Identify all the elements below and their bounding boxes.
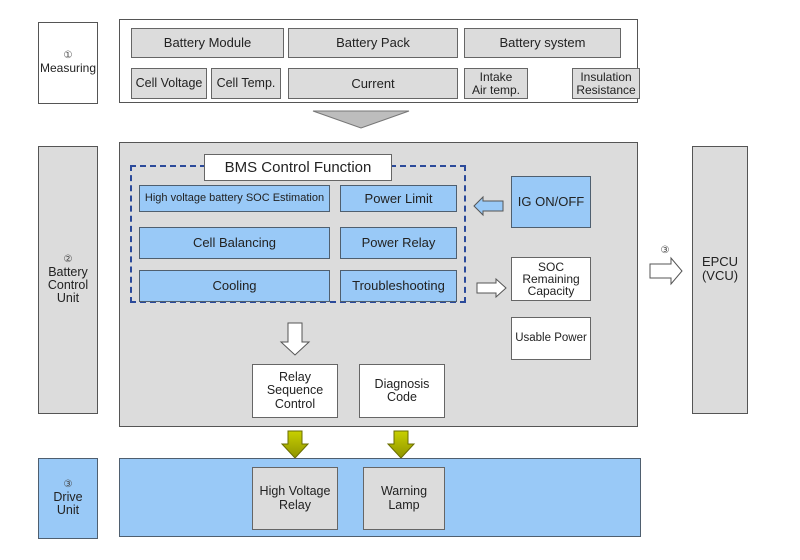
step-number-3-drive: ③ [63,479,73,491]
troubleshooting: Troubleshooting [340,270,457,302]
left-arrow-ig-to-bms [473,195,504,217]
ig-on-off: IG ON/OFF [511,176,591,228]
cell-voltage: Cell Voltage [131,68,207,99]
step-number-2: ② [63,254,73,266]
epcu-label: EPCU (VCU) [701,254,739,283]
battery-pack: Battery Pack [288,28,458,58]
down-arrow-bms-to-relay [279,322,311,356]
cooling: Cooling [139,270,330,302]
right-arrow-to-epcu [649,256,683,286]
step-number-3-epcu: ③ [660,245,670,256]
drive-unit-label: Drive Unit [53,489,83,517]
intake-air-temp: Intake Air temp. [464,68,528,99]
step-number-1: ① [63,50,73,62]
usable-power: Usable Power [511,317,591,360]
power-limit: Power Limit [340,185,457,212]
down-arrow-measuring-to-bcu [312,110,410,129]
insulation-resistance: Insulation Resistance [572,68,640,99]
battery-control-unit-label: Battery Control Unit [47,264,89,305]
warning-lamp: Warning Lamp [363,467,445,530]
measuring-label: Measuring [39,60,97,75]
epcu-vcu: EPCU (VCU) [692,146,748,414]
battery-module: Battery Module [131,28,284,58]
down-arrow-diagnosis-to-warning-lamp [386,430,416,459]
high-voltage-relay: High Voltage Relay [252,467,338,530]
diagnosis-code: Diagnosis Code [359,364,445,418]
current: Current [288,68,458,99]
cell-balancing: Cell Balancing [139,227,330,259]
soc-estimation: High voltage battery SOC Estimation [139,185,330,212]
cell-temp: Cell Temp. [211,68,281,99]
soc-remaining-capacity: SOC Remaining Capacity [511,257,591,301]
power-relay: Power Relay [340,227,457,259]
battery-system: Battery system [464,28,621,58]
measuring-label-box: ① Measuring [38,22,98,104]
bms-control-function-title: BMS Control Function [204,154,392,181]
battery-control-unit-label-box: ② Battery Control Unit [38,146,98,414]
relay-sequence-control: Relay Sequence Control [252,364,338,418]
right-arrow-bms-to-soc [476,277,507,299]
down-arrow-relay-to-hv-relay [280,430,310,459]
drive-unit-label-box: ③ Drive Unit [38,458,98,539]
